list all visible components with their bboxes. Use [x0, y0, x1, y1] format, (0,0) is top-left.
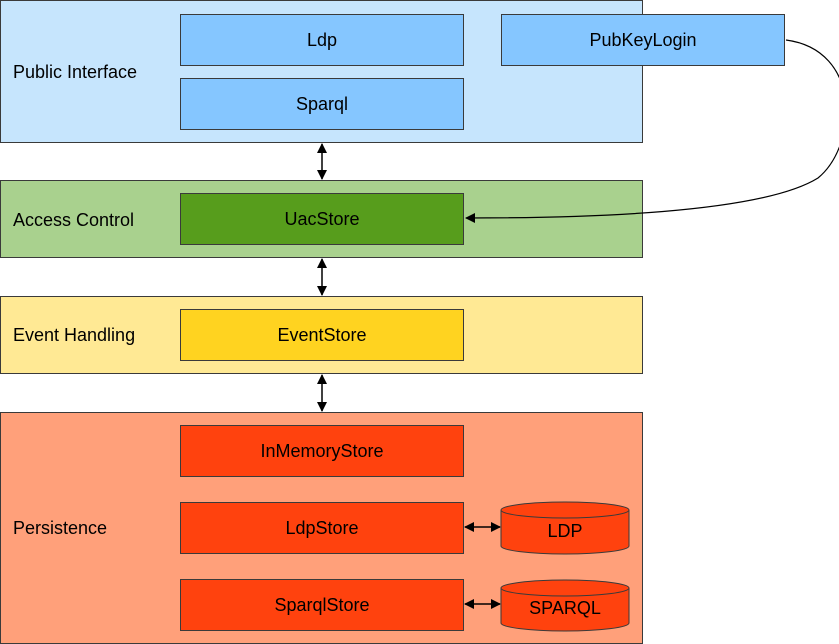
inmemorystore-box: InMemoryStore [180, 425, 464, 477]
access-control-label: Access Control [13, 210, 135, 230]
ldp-database-label: LDP [547, 521, 582, 541]
arrow-pubkeylogin-uacstore [465, 39, 839, 223]
uacstore-box: UacStore [180, 193, 464, 245]
pubkeylogin-box: PubKeyLogin [501, 14, 785, 66]
event-handling-label: Event Handling [13, 325, 136, 345]
ldpstore-box: LdpStore [180, 502, 464, 554]
sparqlstore-box: SparqlStore [180, 579, 464, 631]
ldp-database: LDP [500, 501, 630, 555]
sparql-box: Sparql [180, 78, 464, 130]
sparql-database: SPARQL [500, 579, 630, 632]
ldp-box: Ldp [180, 14, 464, 66]
public-interface-label: Public Interface [13, 62, 138, 82]
persistence-label: Persistence [13, 518, 108, 538]
eventstore-box: EventStore [180, 309, 464, 361]
sparql-database-label: SPARQL [529, 598, 601, 618]
